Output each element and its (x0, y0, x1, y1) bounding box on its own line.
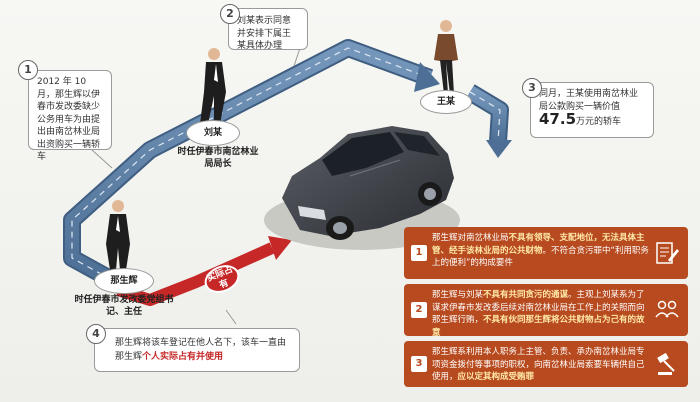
step-2-text: 刘某表示同意并安排下属王某具体办理 (237, 16, 292, 51)
point-2-pre: 那生辉与刘某 (432, 290, 484, 300)
analysis-point-3: 3 那生辉系利用本人职务上主管、负责、承办南岔林业局专项资金拨付等事项的职权，向… (404, 341, 688, 387)
point-2-number: 2 (411, 302, 427, 318)
red-arrow (116, 236, 292, 306)
wang-name-badge: 王某 (420, 90, 472, 114)
step-3-callout: 同月，王某使用南岔林业局公款购买一辆价值 47.5万元的轿车 (530, 82, 654, 138)
na-name-badge: 那生辉 (94, 268, 154, 294)
step-4-pre: 那生辉将该车登记在他人名下，该车一直由那生辉 (115, 338, 287, 362)
point-3-pre: 那生辉系利用本人职务上主管、负责、承办南岔林业局专项资金拨付等事项的职权，向南岔… (432, 347, 645, 382)
liu-name-badge: 刘某 (186, 120, 240, 146)
step-3-pre: 同月，王某使用南岔林业局公款购买一辆价值 (539, 89, 639, 112)
step-1-text: 2012 年 10 月，那生辉以伊春市发改委缺少公务用车为由提出由南岔林业局出资… (37, 77, 101, 162)
step-2-number: 2 (220, 4, 240, 24)
na-figure (106, 200, 130, 270)
step-4-callout: 那生辉将该车登记在他人名下，该车一直由那生辉个人实际占有并使用 (94, 328, 300, 372)
analysis-point-1: 1 那生辉对南岔林业局不具有领导、支配地位，无法具体主管、经手该林业局的公共财物… (404, 227, 688, 279)
point-3-number: 3 (411, 356, 427, 372)
point-1-number: 1 (411, 245, 427, 261)
step-4-number: 4 (86, 324, 106, 344)
gavel-icon (657, 352, 675, 375)
step-1-number: 1 (18, 60, 38, 80)
step-3-amount: 47.5 (539, 110, 577, 128)
step-1-callout: 2012 年 10 月，那生辉以伊春市发改委缺少公务用车为由提出由南岔林业局出资… (28, 70, 112, 162)
road-path (63, 39, 509, 288)
step-2-callout: 刘某表示同意并安排下属王某具体办理 (228, 8, 308, 51)
point-1-post: 。不符合贪污罪中“利用职务上的便利”的构成要件 (432, 245, 649, 269)
step-3-post: 万元的轿车 (576, 117, 622, 127)
point-2-bold-1: 不具有共同贪污的通谋 (483, 290, 569, 300)
step-3-number: 3 (522, 78, 542, 98)
point-1-pre: 那生辉对南岔林业局 (432, 233, 509, 243)
liu-title: 时任伊春市南岔林业局局长 (177, 147, 259, 169)
liu-figure (200, 48, 226, 124)
step-4-highlight: 个人实际占有并使用 (142, 352, 224, 362)
na-title: 时任伊春市发改委党组书记、主任 (74, 295, 174, 317)
analysis-point-2: 2 那生辉与刘某不具有共同贪污的通谋。主观上刘某系为了谋求伊春市发改委后续对南岔… (404, 284, 688, 338)
document-pen-icon (656, 242, 679, 264)
point-2-bold-2: 不具有伙同那生辉将公共财物占为己有的故意 (432, 315, 645, 338)
car-illustration (282, 126, 454, 240)
point-3-bold: 应以定其构成受贿罪 (457, 372, 535, 382)
two-people-icon (655, 300, 679, 318)
point-1-bold: 不具有领导、支配地位，无法具体主管、经手该林业局的公共财物 (432, 233, 645, 256)
wang-figure (434, 20, 458, 94)
road-arrowhead (486, 140, 512, 158)
point-2-mid: 。主观上刘某系为了谋求伊春市发改委后续对南岔林业局在工作上的关照而向那生辉行贿， (432, 290, 645, 325)
road-arrowhead (414, 62, 440, 92)
